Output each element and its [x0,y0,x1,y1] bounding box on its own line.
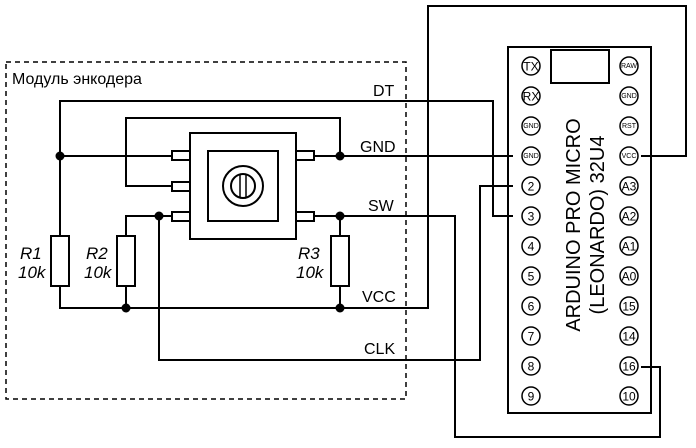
left-pin-label: 6 [528,300,535,314]
junctions [55,151,345,313]
right-pin-14: 14 [619,326,639,346]
r2-name: R2 [86,244,108,263]
encoder-pin-a [171,150,191,161]
right-pin-label: 16 [622,360,636,374]
right-pin-label: A1 [622,240,637,254]
r1-name: R1 [20,244,42,263]
left-pin-6: 6 [521,296,541,316]
signal-label-gnd: GND [360,139,396,156]
r2-value: 10k [84,263,113,282]
left-pin-label: 3 [528,210,535,224]
left-pin-header: TX RX GND GND 2 3 4 5 6 7 8 9 [521,56,541,406]
signal-label-vcc: VCC [362,289,396,306]
resistor-r2 [116,235,136,287]
left-pin-8: 8 [521,356,541,376]
right-pin-label: RST [622,123,637,130]
left-pin-label: 7 [528,330,535,344]
right-pin-a3: A3 [619,176,639,196]
left-pin-7: 7 [521,326,541,346]
left-pin-9: 9 [521,386,541,406]
board-name-line1: ARDUINO PRO MICRO [563,118,585,331]
right-pin-label: A3 [622,180,637,194]
encoder-pin-sw2 [295,211,315,222]
encoder-pin-b [171,211,191,222]
right-pin-a2: A2 [619,206,639,226]
left-pin-label: TX [523,60,538,74]
right-pin-label: A0 [622,270,637,284]
module-wiring [59,5,687,438]
left-pin-gnd: GND [521,146,541,166]
arduino-board: ARDUINO PRO MICRO (LEONARDO) 32U4 [507,46,652,414]
right-pin-label: VCC [622,153,637,160]
module-boundary [5,61,407,400]
r1-value: 10k [18,263,47,282]
right-pin-label: RAW [621,63,637,70]
right-pin-gnd: GND [619,86,639,106]
left-pin-label: RX [523,90,540,104]
right-pin-rst: RST [619,116,639,136]
left-pin-3: 3 [521,206,541,226]
right-pin-16: 16 [619,356,639,376]
left-pin-label: 8 [528,360,535,374]
rotary-encoder [171,132,315,240]
r3-name: R3 [298,244,320,263]
left-pin-4: 4 [521,236,541,256]
resistor-r1 [50,235,70,287]
right-pin-label: 10 [622,390,636,404]
module-title: Модуль энкодера [12,71,142,88]
left-pin-rx: RX [521,86,541,106]
right-pin-vcc: VCC [619,146,639,166]
right-pin-a0: A0 [619,266,639,286]
resistor-r3 [330,235,350,287]
right-pin-label: A2 [622,210,637,224]
encoder-pin-c [171,181,191,192]
right-pin-label: GND [621,93,637,100]
encoder-pin-sw1 [295,150,315,161]
left-pin-label: 2 [528,180,535,194]
right-pin-label: 14 [622,330,636,344]
board-name-line2: (LEONARDO) 32U4 [587,136,609,315]
signal-label-clk: CLK [364,341,395,358]
left-pin-5: 5 [521,266,541,286]
left-pin-label: 9 [528,390,535,404]
right-pin-label: 15 [622,300,636,314]
left-pin-2: 2 [521,176,541,196]
right-pin-10: 10 [619,386,639,406]
left-pin-tx: TX [521,56,541,76]
right-pin-a1: A1 [619,236,639,256]
left-pin-gnd: GND [521,116,541,136]
left-pin-label: 5 [528,270,535,284]
right-pin-15: 15 [619,296,639,316]
usb-connector [550,49,610,84]
signal-label-dt: DT [373,83,395,100]
left-pin-label: 4 [528,240,535,254]
right-pin-raw: RAW [619,56,639,76]
signal-label-sw: SW [368,198,395,215]
left-pin-label: GND [523,153,539,160]
left-pin-label: GND [523,123,539,130]
r3-value: 10k [296,263,325,282]
